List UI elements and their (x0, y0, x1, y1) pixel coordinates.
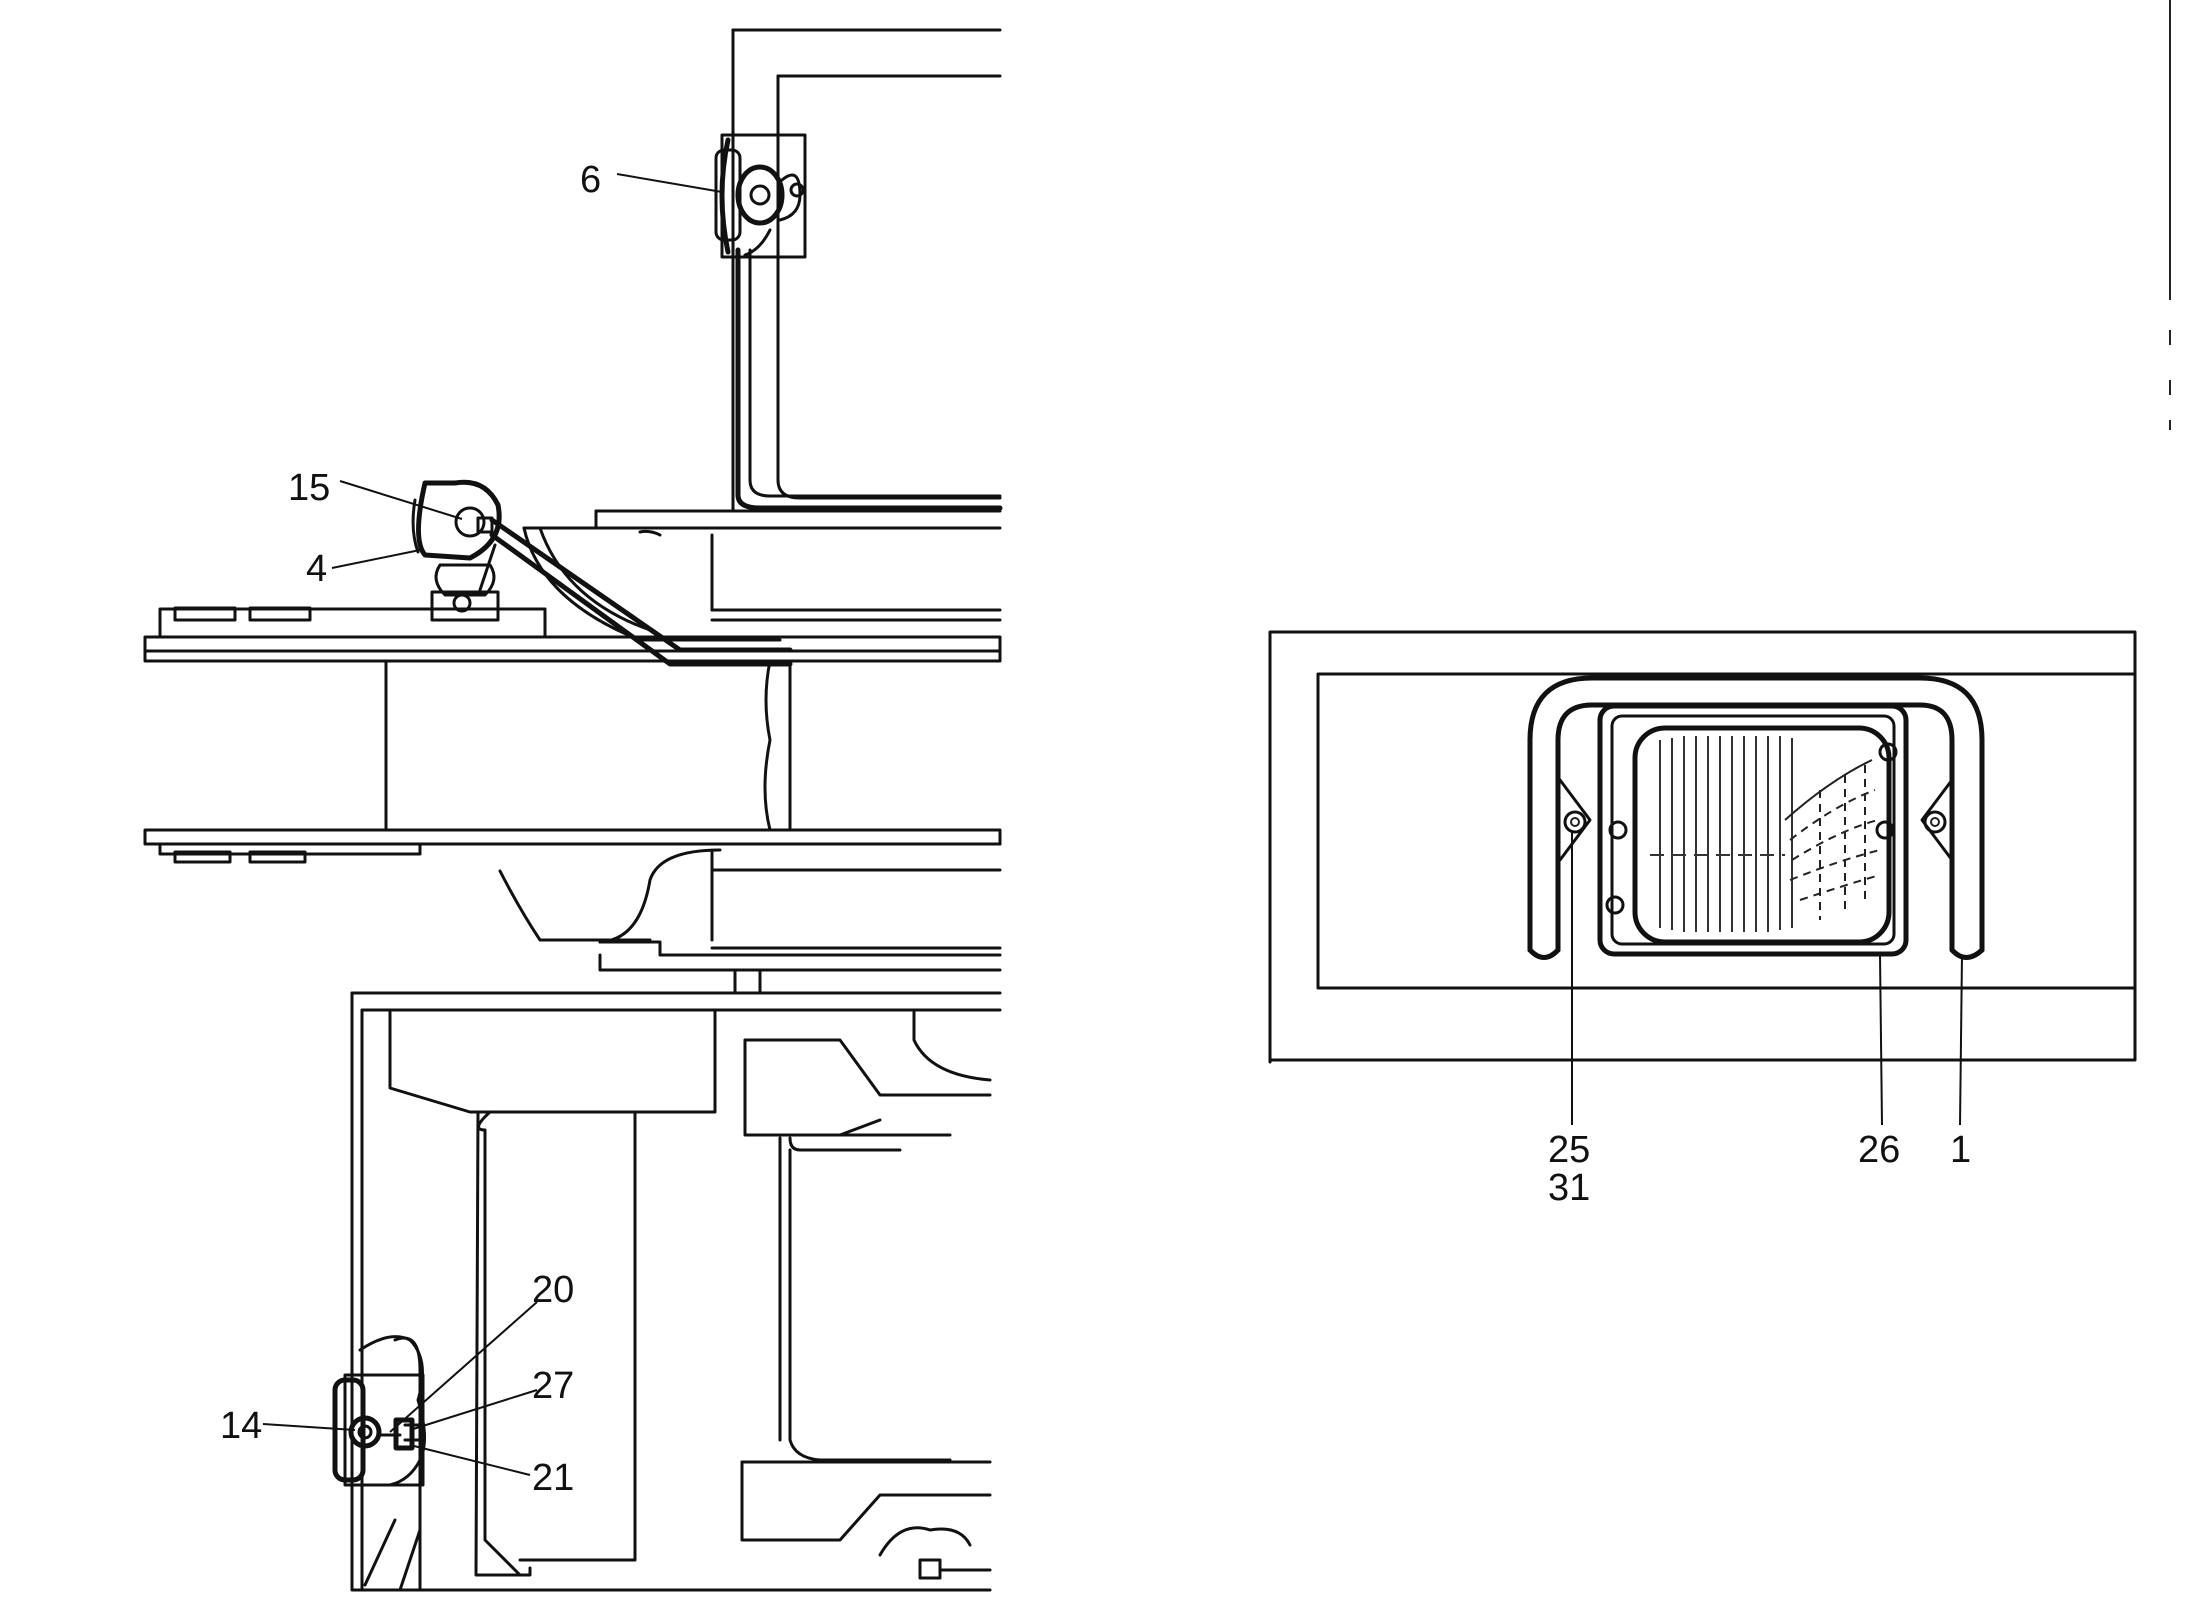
callout-21: 21 (532, 1457, 574, 1499)
callout-4: 4 (306, 548, 327, 590)
callout-31: 31 (1548, 1167, 1590, 1209)
work-lamp-6 (714, 133, 807, 259)
chassis-structure (143, 509, 1002, 995)
callout-labels: 6 15 4 20 27 14 21 25 31 26 1 (220, 159, 1971, 1499)
callout-15: 15 (288, 467, 330, 509)
leader-lines (262, 173, 1963, 1476)
callout-25: 25 (1548, 1129, 1590, 1171)
lower-cab-frame (350, 991, 1002, 1592)
callout-1: 1 (1950, 1129, 1971, 1171)
lens-hatching (1650, 736, 1881, 932)
callout-26: 26 (1858, 1129, 1900, 1171)
work-lamp-14 (332, 1335, 426, 1487)
callout-27: 27 (532, 1365, 574, 1407)
upper-cab-frame (731, 28, 1003, 512)
panel-lamp-drawing (1268, 630, 2137, 1064)
callout-6: 6 (580, 159, 601, 201)
callout-20: 20 (532, 1269, 574, 1311)
callout-14: 14 (220, 1405, 262, 1447)
